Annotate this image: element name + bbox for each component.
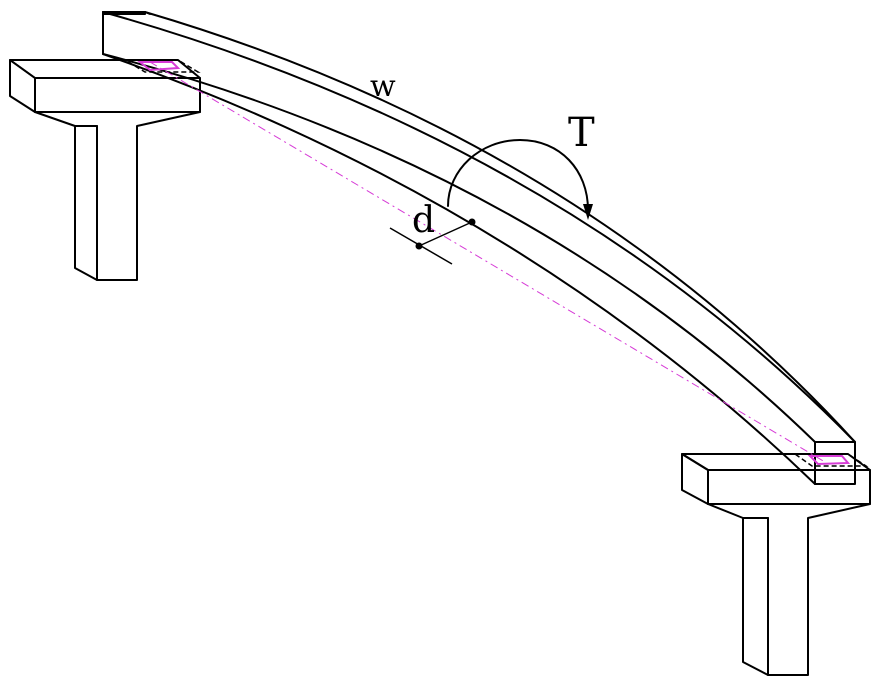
offset-point-beam <box>468 218 476 226</box>
offset-label: d <box>412 200 435 241</box>
arrow-head-icon <box>583 204 593 220</box>
left-pier <box>9 59 201 281</box>
offset-point-centerline <box>415 242 423 250</box>
load-label: w <box>370 69 396 104</box>
right-pier <box>681 453 871 676</box>
curved-beam <box>102 11 856 485</box>
offset-dimension <box>389 218 476 265</box>
torque-arrow <box>447 139 593 220</box>
bearing-right <box>792 453 869 467</box>
torque-label: T <box>568 110 595 156</box>
bearing-left <box>122 59 201 73</box>
support-centerline <box>149 61 826 463</box>
